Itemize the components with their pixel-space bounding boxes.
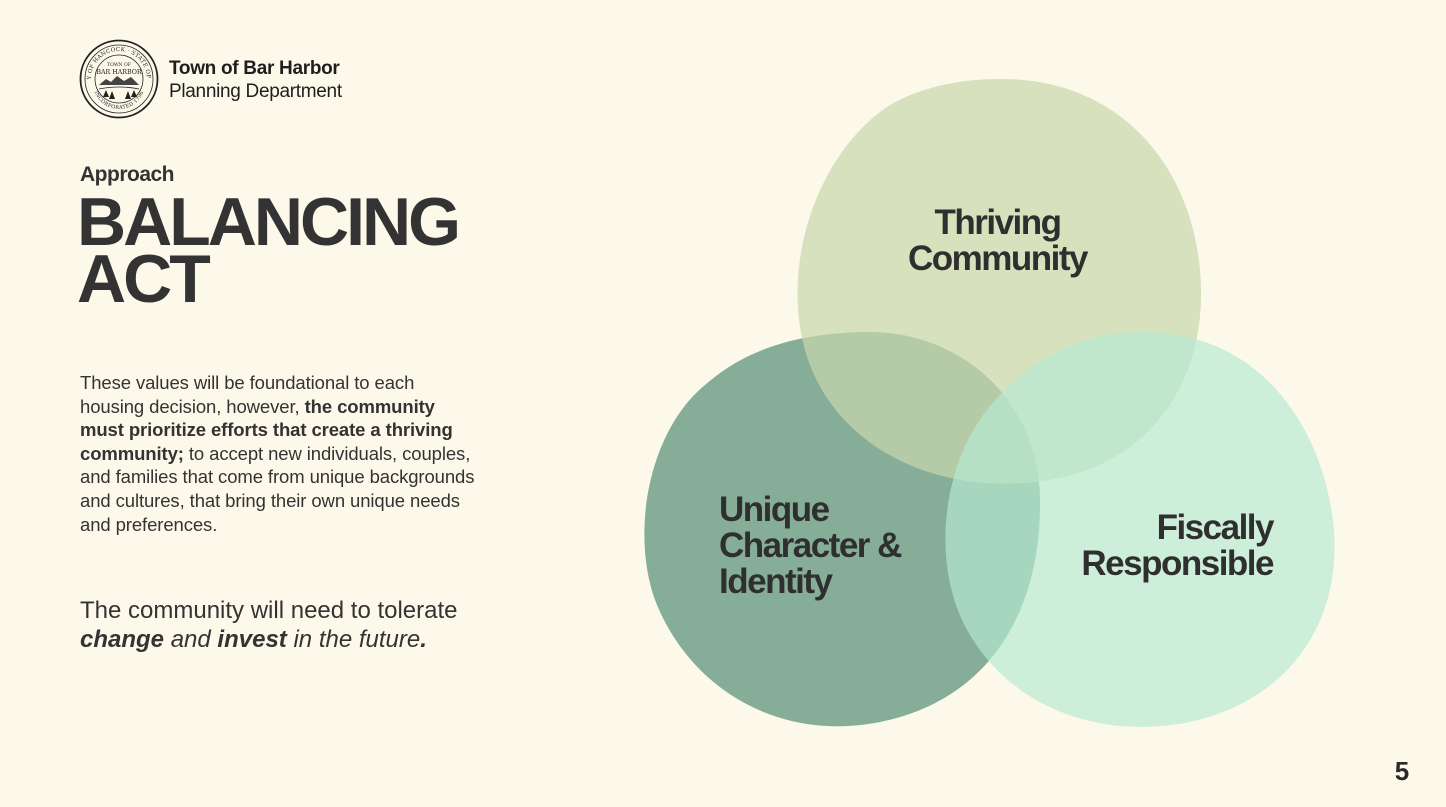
closing-text-3: in the future: [286, 626, 421, 653]
title-line-1: BALANCING: [77, 184, 461, 260]
body-text-3: to accept new individuals, couples, and …: [80, 442, 475, 535]
department-name: Planning Department: [169, 81, 342, 102]
closing-statement: The community will need to tolerate chan…: [80, 596, 500, 654]
body-paragraph: These values will be foundational to eac…: [80, 371, 480, 536]
town-seal-logo: COUNTY OF HANCOCK · STATE OF MAINE INCOR…: [79, 39, 159, 119]
svg-text:TOWN OF: TOWN OF: [107, 62, 131, 68]
body-text-1: These values will be foundational to eac…: [80, 372, 415, 417]
thriving-line-2: Community: [908, 239, 1089, 278]
title-line-2: ACT: [77, 241, 211, 317]
closing-text-2: and: [164, 626, 218, 653]
page-number: 5: [1394, 756, 1410, 786]
unique-line-2: Character &: [719, 526, 902, 565]
venn-label-thriving: Thriving Community: [880, 205, 1115, 277]
fiscal-line-1: Fiscally: [1156, 508, 1275, 547]
venn-circle-fiscal: [945, 331, 1335, 727]
org-name: Town of Bar Harbor: [169, 58, 340, 79]
unique-line-3: Identity: [719, 562, 833, 601]
closing-word-change: change: [80, 626, 165, 653]
closing-period: .: [420, 626, 427, 653]
page-title: BALANCING ACT: [77, 184, 517, 317]
organization-block: Town of Bar Harbor Planning Department: [169, 57, 342, 103]
venn-label-fiscal: Fiscally Responsible: [1030, 508, 1275, 583]
fiscal-line-2: Responsible: [1081, 544, 1274, 583]
body-text-emphasis: the community must prioritize efforts th…: [80, 395, 453, 464]
unique-line-1: Unique: [719, 490, 830, 529]
thriving-line-1: Thriving: [934, 203, 1062, 242]
closing-word-invest: invest: [217, 626, 287, 653]
venn-label-unique: Unique Character & Identity: [719, 492, 979, 600]
section-eyebrow: Approach: [80, 163, 175, 186]
closing-text-1: The community will need to tolerate: [80, 597, 458, 624]
svg-text:BAR HARBOR: BAR HARBOR: [96, 69, 142, 76]
